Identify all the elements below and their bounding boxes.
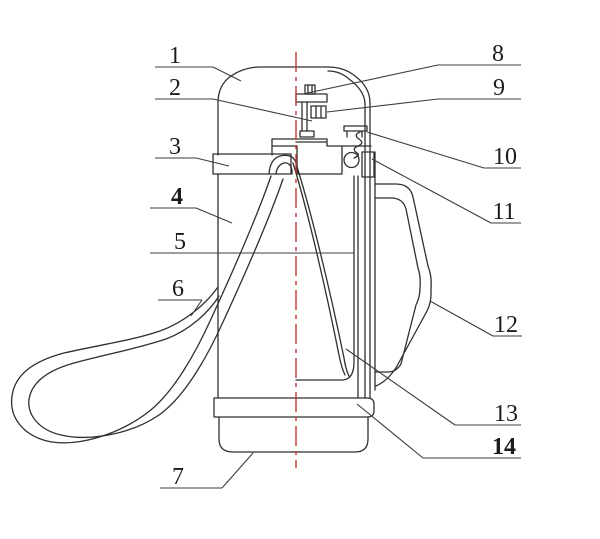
callout-label-10: 10 xyxy=(493,144,517,170)
latch-block xyxy=(361,151,375,178)
valve-ball xyxy=(343,151,360,169)
callout-12-leader-line xyxy=(429,300,494,337)
callout-label-7: 7 xyxy=(172,464,184,490)
spring xyxy=(353,131,363,159)
callout-label-9: 9 xyxy=(493,75,505,101)
callout-7-leader-line xyxy=(221,452,254,489)
stem-foot xyxy=(299,130,315,138)
neck-box xyxy=(296,145,343,175)
cap-outline xyxy=(217,66,371,156)
callout-1-leader-line xyxy=(212,66,242,82)
handle-inner-edge xyxy=(374,197,421,373)
callout-label-6: 6 xyxy=(172,276,184,302)
base-outline xyxy=(218,416,369,453)
callout-label-5: 5 xyxy=(174,229,186,255)
shoulder-strap-inner-edge xyxy=(28,178,284,438)
stopper-plate xyxy=(295,93,328,103)
callout-13-leader-line xyxy=(345,348,456,426)
callout-label-11: 11 xyxy=(492,199,515,225)
callout-11-leader-line xyxy=(371,158,492,224)
callout-2-leader-line xyxy=(212,98,313,122)
callout-label-13: 13 xyxy=(494,401,518,427)
strap-rear-arm-outer xyxy=(292,162,346,376)
strap-lug-inner xyxy=(275,162,293,175)
callout-label-3: 3 xyxy=(169,134,181,160)
flask-line-work xyxy=(10,66,432,453)
collar-band xyxy=(212,153,292,175)
mouth-rim xyxy=(271,138,297,156)
stopper-stem xyxy=(301,101,308,132)
callout-10-leader-line xyxy=(366,131,485,169)
callout-3-leader-line xyxy=(195,157,230,167)
callout-label-14: 14 xyxy=(492,434,516,460)
callout-9-leader-line xyxy=(326,98,439,113)
callout-label-1: 1 xyxy=(169,43,181,69)
bottom-band xyxy=(213,397,375,418)
handle-outer-edge xyxy=(374,183,432,387)
strap-rear-arm-inner xyxy=(297,169,350,377)
lid-underside xyxy=(295,138,372,147)
spring-plate xyxy=(343,125,368,138)
cap-inner-wall-arc xyxy=(327,70,366,104)
callout-14-leader-line xyxy=(356,403,424,459)
inner-liner-wall xyxy=(295,175,355,381)
callout-8-leader-line xyxy=(302,64,439,95)
callout-label-2: 2 xyxy=(169,75,181,101)
callout-4-leader-line xyxy=(195,207,233,224)
stem-housing xyxy=(310,105,327,119)
callout-label-8: 8 xyxy=(492,41,504,67)
shoulder-strap-outer-edge xyxy=(10,175,272,444)
callout-label-12: 12 xyxy=(494,312,518,338)
callout-6-leader-line xyxy=(190,299,203,317)
callout-label-4: 4 xyxy=(171,184,183,210)
